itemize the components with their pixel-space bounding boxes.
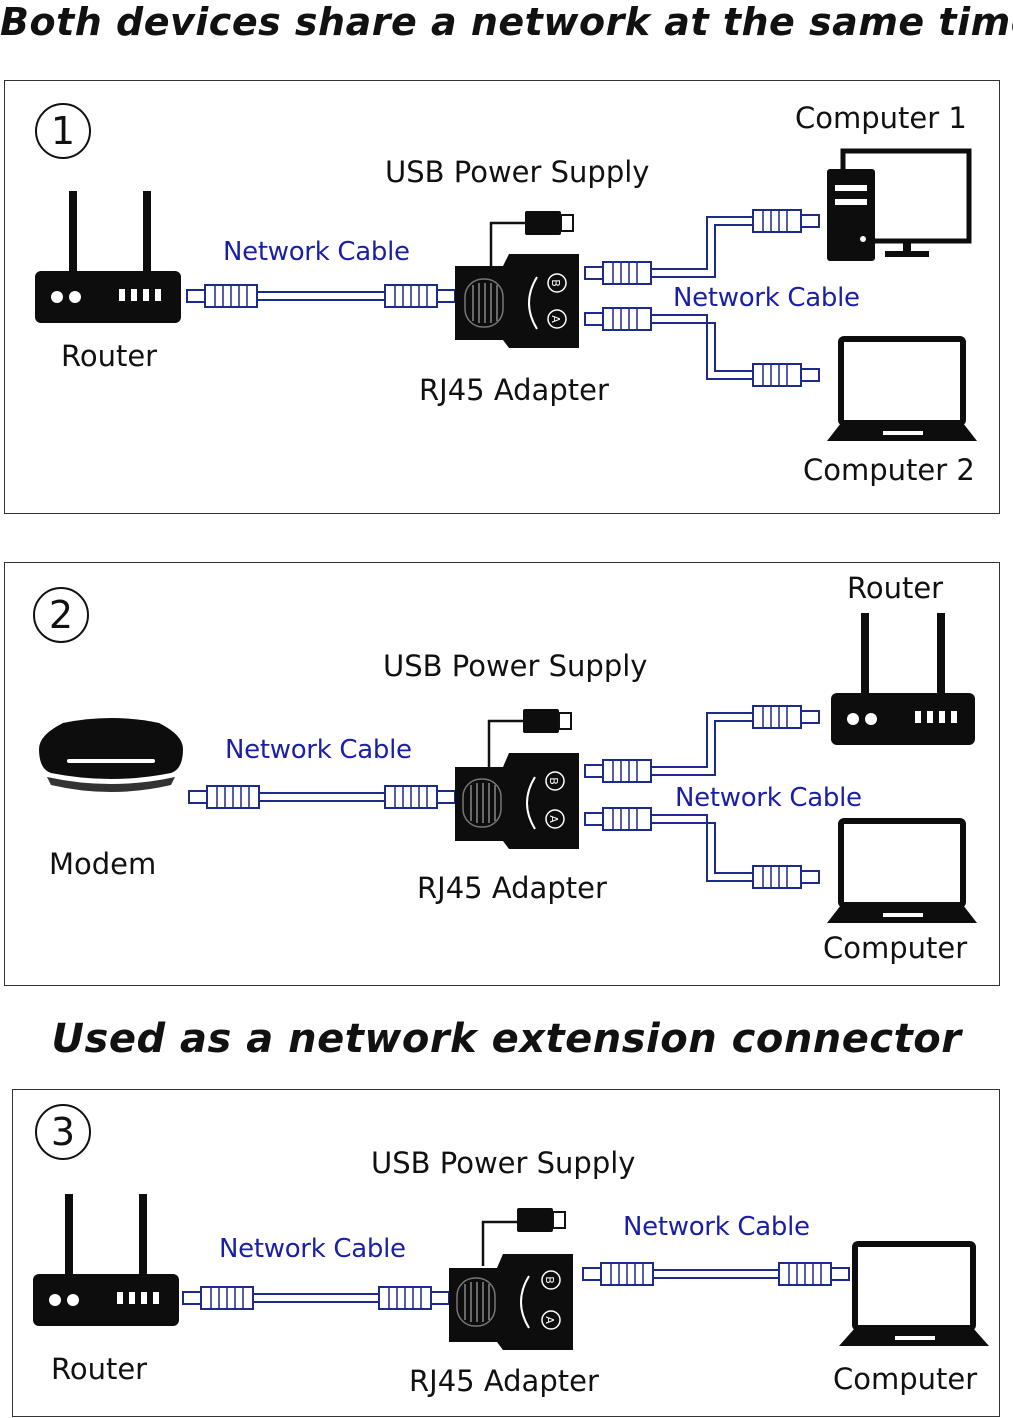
split-network-cables	[584, 705, 820, 889]
usb-power-supply-label: USB Power Supply	[371, 1146, 636, 1180]
left-device-label: Router	[51, 1352, 148, 1386]
left-network-cable	[188, 785, 456, 809]
desktop-computer-icon	[827, 148, 972, 261]
right-cable-label: Network Cable	[673, 283, 860, 313]
right-cable-label: Network Cable	[675, 783, 862, 813]
left-cable-label: Network Cable	[219, 1234, 406, 1264]
rj45-adapter-label: RJ45 Adapter	[417, 871, 607, 905]
rj45-splitter-adapter-icon: B A	[455, 709, 579, 849]
port-a-label: A	[549, 315, 562, 323]
rj45-adapter-label: RJ45 Adapter	[409, 1364, 599, 1398]
rj45-splitter-adapter-icon: B A	[449, 1208, 573, 1350]
headline-share-network: Both devices share a network at the same…	[0, 0, 1013, 44]
port-b-label: B	[543, 1276, 556, 1284]
scenario-number-badge: 3	[35, 1104, 91, 1160]
scenario-panel-1: B A	[4, 80, 1000, 514]
left-network-cable	[186, 284, 456, 308]
scenario-number-badge: 1	[35, 103, 91, 159]
usb-power-supply-label: USB Power Supply	[385, 155, 650, 189]
left-cable-label: Network Cable	[223, 237, 410, 267]
laptop-icon	[827, 818, 977, 923]
left-device-label: Router	[61, 339, 158, 373]
laptop-icon	[827, 336, 977, 441]
scenario-number-badge: 2	[33, 587, 89, 643]
output-top-label: Computer 1	[795, 101, 967, 135]
rj45-adapter-label: RJ45 Adapter	[419, 373, 609, 407]
output-bottom-label: Computer 2	[803, 453, 975, 487]
scenario-panel-3: B A 3 USB Power Supply RJ45 Adapter Rout…	[12, 1089, 1000, 1417]
headline-extension-connector: Used as a network extension connector	[51, 1016, 962, 1062]
router-icon	[33, 1194, 179, 1326]
scenario-1-diagram: B A	[35, 148, 977, 441]
usb-power-supply-label: USB Power Supply	[383, 649, 648, 683]
port-a-label: A	[547, 815, 560, 823]
port-a-label: A	[543, 1316, 556, 1324]
output-device-label: Computer	[833, 1362, 978, 1396]
laptop-icon	[839, 1241, 989, 1346]
scenario-2-diagram: B A	[39, 613, 977, 923]
split-network-cables	[584, 209, 820, 387]
router-icon	[35, 191, 181, 323]
left-cable-label: Network Cable	[225, 735, 412, 765]
scenario-3-diagram: B A	[33, 1194, 989, 1350]
port-b-label: B	[549, 279, 562, 287]
scenario-panel-2: B A	[4, 562, 1000, 986]
output-top-label: Router	[847, 571, 944, 605]
left-device-label: Modem	[49, 847, 157, 881]
right-network-cable	[582, 1262, 850, 1286]
port-b-label: B	[547, 777, 560, 785]
right-cable-label: Network Cable	[623, 1212, 810, 1242]
modem-icon	[39, 718, 183, 792]
router-icon	[831, 613, 975, 745]
left-network-cable	[182, 1286, 450, 1310]
rj45-splitter-adapter-icon: B A	[455, 211, 579, 348]
output-bottom-label: Computer	[823, 931, 968, 965]
